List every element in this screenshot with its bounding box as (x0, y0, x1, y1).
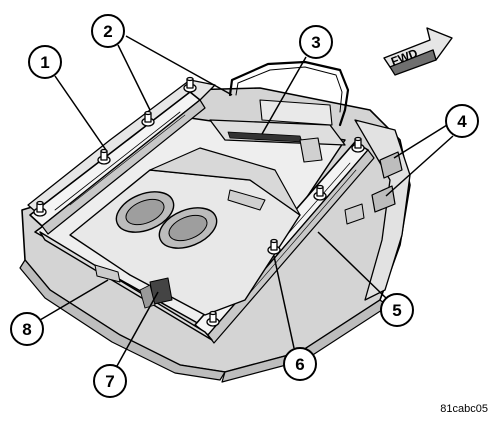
mounting-studs (33, 76, 365, 327)
cushion-front-lip (19, 259, 226, 381)
figure-code: 81cabc05 (440, 403, 488, 415)
leader-lines (39, 35, 454, 367)
stud (351, 136, 365, 153)
front-left-retainer (94, 264, 121, 283)
leader-5 (317, 231, 387, 299)
callout-number: 7 (105, 372, 114, 391)
callout-6: 6 (283, 347, 317, 381)
right-bracket-upper (379, 151, 403, 179)
callout-number: 5 (392, 301, 401, 320)
stud (97, 148, 111, 165)
leader-1 (54, 75, 107, 151)
leader-6 (273, 255, 295, 349)
callout-number: 2 (103, 22, 112, 41)
leader-4a (393, 124, 448, 159)
callout-7: 7 (93, 364, 127, 398)
callout-3: 3 (299, 25, 333, 59)
seat-cushion-frame-illustration (19, 60, 411, 383)
callouts: 1 2 3 4 5 6 7 8 (10, 14, 479, 398)
leader-2b (125, 35, 233, 96)
fwd-arrow-icon: FWD (383, 27, 453, 76)
callout-5: 5 (380, 293, 414, 327)
leader-2a (117, 44, 151, 111)
stud (141, 110, 155, 127)
stud (33, 200, 47, 217)
callout-4: 4 (445, 104, 479, 138)
latch-bracket (299, 137, 323, 163)
stud (183, 76, 197, 93)
leader-3 (261, 56, 307, 135)
callout-1: 1 (28, 45, 62, 79)
callout-2: 2 (91, 14, 125, 48)
callout-number: 3 (311, 33, 320, 52)
callout-number: 1 (40, 53, 49, 72)
stud (313, 184, 327, 201)
callout-number: 4 (457, 112, 467, 131)
leader-4b (385, 135, 454, 197)
callout-number: 8 (22, 320, 31, 339)
stud (267, 238, 281, 255)
rear-wire-loop (228, 60, 350, 127)
leader-8 (39, 279, 109, 321)
leader-7 (116, 291, 159, 367)
stud (206, 310, 220, 327)
callout-number: 6 (295, 355, 304, 374)
callout-8: 8 (10, 312, 44, 346)
